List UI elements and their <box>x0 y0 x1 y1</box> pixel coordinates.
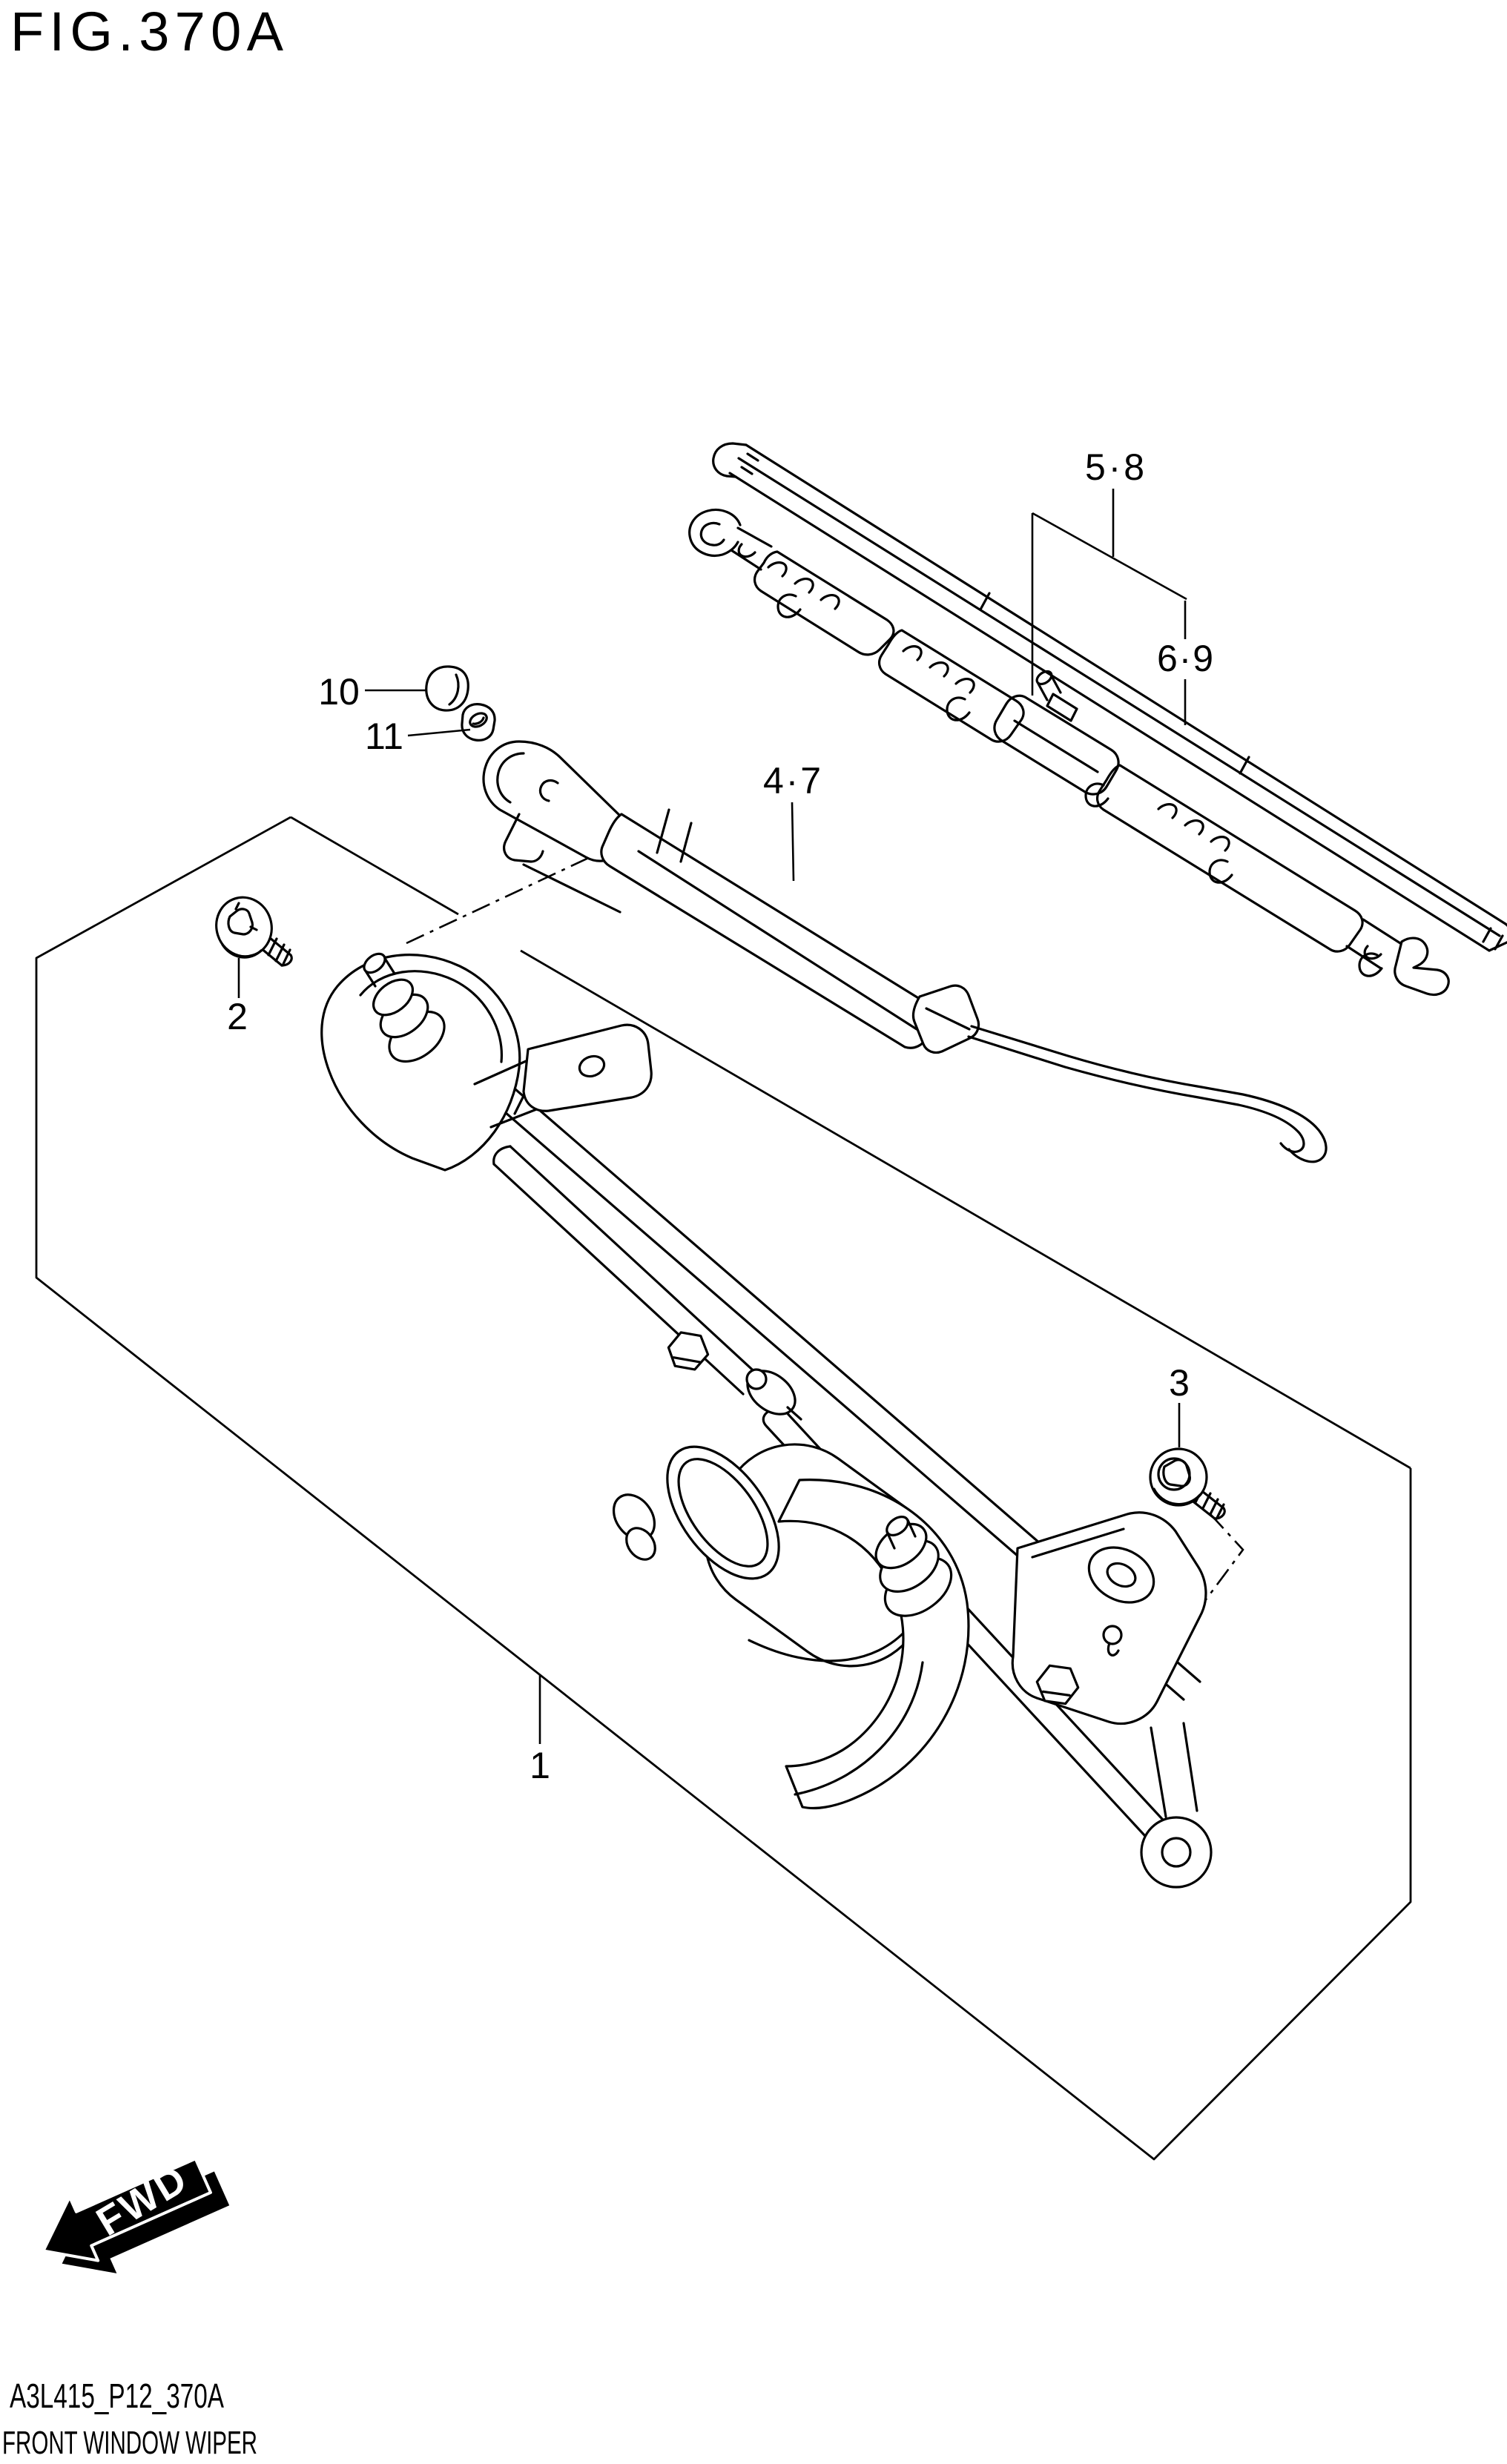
callout-leaders <box>237 689 1181 1744</box>
callout-4-7: 4·7 <box>763 760 821 802</box>
arm-pivot-centerline <box>406 854 594 945</box>
arm-head <box>482 740 630 862</box>
left-link-rod <box>492 1145 761 1396</box>
callout-10: 10 <box>318 671 360 713</box>
wiper-arm <box>482 740 1328 1163</box>
figure-title: FIG.370A <box>10 1 286 62</box>
screw-3 <box>1149 1447 1226 1520</box>
screw-2 <box>215 896 293 967</box>
blade-rubber <box>712 442 1507 952</box>
panel-outline <box>35 816 1412 2161</box>
left-hex-bolt <box>667 1331 710 1371</box>
callout-1: 1 <box>530 1745 550 1786</box>
motor-crank <box>745 1368 802 1421</box>
left-mount-plate <box>522 1023 653 1112</box>
blade-callout-lines <box>1031 489 1187 725</box>
fwd-arrow: FWD <box>42 2156 230 2273</box>
blade-frame <box>688 509 1450 997</box>
center-pivot-shaft <box>874 1515 953 1617</box>
pivot-nut <box>461 703 496 741</box>
callout-6-9: 6·9 <box>1157 638 1213 679</box>
left-pivot-bracket <box>320 952 553 1172</box>
left-pivot-shaft <box>363 952 386 974</box>
screw3-centerline <box>1160 1513 1244 1660</box>
callout-11: 11 <box>365 716 403 757</box>
callout-5-8: 5·8 <box>1085 446 1144 488</box>
pivot-cap <box>425 665 469 712</box>
drawing-code: A3L415_P12_370A <box>10 2377 224 2415</box>
wiper-linkage-assembly <box>320 952 1213 1889</box>
arm-body <box>600 813 936 1049</box>
callout-2: 2 <box>227 996 248 1037</box>
right-pivot-bracket <box>1011 1511 1207 1818</box>
figure-caption: FRONT WINDOW WIPER <box>2 2425 257 2461</box>
arm-rod <box>970 1025 1328 1163</box>
callout-3: 3 <box>1169 1362 1190 1404</box>
